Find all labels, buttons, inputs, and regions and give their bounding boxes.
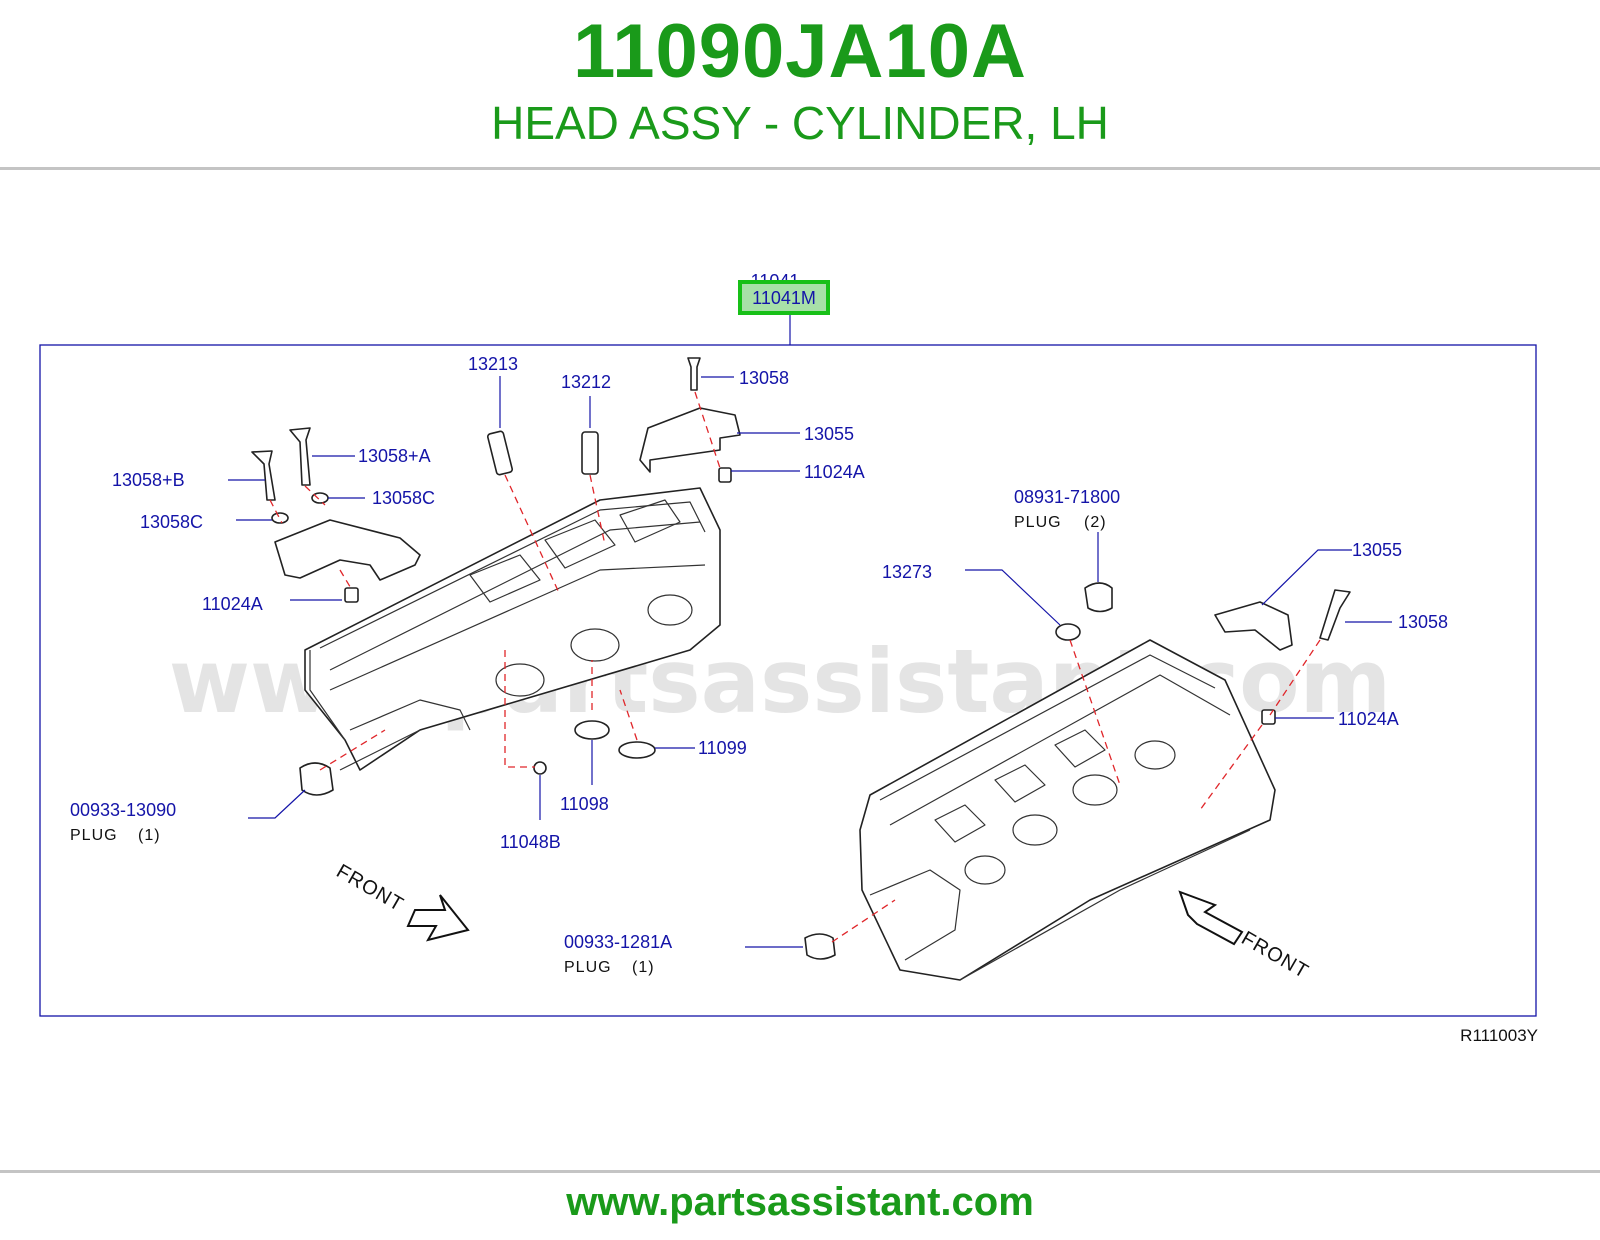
diagram-frame bbox=[39, 344, 1537, 1017]
left-small-parts bbox=[251, 357, 741, 796]
callout-08931-71800[interactable]: 08931-71800 bbox=[1014, 487, 1120, 507]
front-label-left: FRONT bbox=[333, 860, 408, 916]
footer-divider bbox=[0, 1170, 1600, 1173]
callout-13058-top[interactable]: 13058 bbox=[739, 368, 789, 388]
right-cylinder-head bbox=[859, 639, 1276, 981]
callout-13055-right[interactable]: 13055 bbox=[1352, 540, 1402, 560]
front-arrow-left-icon bbox=[406, 894, 470, 942]
callout-13058c-left[interactable]: 13058C bbox=[140, 512, 203, 532]
callout-leaders bbox=[228, 376, 1392, 948]
left-cylinder-head bbox=[304, 487, 721, 771]
callout-13212[interactable]: 13212 bbox=[561, 372, 611, 392]
callout-13055-top[interactable]: 13055 bbox=[804, 424, 854, 444]
plug-label-00933-13090: PLUG bbox=[70, 827, 118, 844]
part-number-title: 11090JA10A bbox=[573, 9, 1027, 94]
callout-13213[interactable]: 13213 bbox=[468, 354, 518, 374]
page-header: 11090JA10A HEAD ASSY - CYLINDER, LH bbox=[0, 0, 1600, 168]
callout-13058b[interactable]: 13058+B bbox=[112, 470, 185, 490]
callout-13058a[interactable]: 13058+A bbox=[358, 446, 431, 466]
right-small-parts bbox=[804, 582, 1351, 960]
footer-website-link[interactable]: www.partsassistant.com bbox=[566, 1180, 1034, 1224]
callout-11048b[interactable]: 11048B bbox=[500, 832, 561, 852]
front-arrow-right-icon bbox=[1178, 890, 1244, 946]
callout-11098[interactable]: 11098 bbox=[560, 794, 609, 814]
callout-13058-right[interactable]: 13058 bbox=[1398, 612, 1448, 632]
callout-11024a-top[interactable]: 11024A bbox=[804, 462, 865, 482]
callout-11099[interactable]: 11099 bbox=[698, 738, 747, 758]
diagram-ref-code: R111003Y bbox=[1460, 1026, 1538, 1045]
callout-11024a-left[interactable]: 11024A bbox=[202, 594, 263, 614]
header-divider bbox=[0, 167, 1600, 170]
callout-00933-13090[interactable]: 00933-13090 bbox=[70, 800, 176, 820]
callout-13273[interactable]: 13273 bbox=[882, 562, 932, 582]
front-label-right: FRONT bbox=[1238, 927, 1313, 983]
assembly-lines bbox=[269, 391, 1321, 943]
callout-11024a-right[interactable]: 11024A bbox=[1338, 709, 1399, 729]
plug-label-00933-1281a: PLUG bbox=[564, 959, 612, 976]
plug-qty-08931-71800: (2) bbox=[1084, 514, 1107, 531]
plug-label-08931-71800: PLUG bbox=[1014, 514, 1062, 531]
callout-11041m[interactable]: 11041M bbox=[752, 288, 816, 308]
parts-diagram-svg: www.partsassistant.com 11041 11041M bbox=[39, 271, 1538, 1045]
plug-qty-00933-13090: (1) bbox=[138, 827, 161, 844]
callout-00933-1281a[interactable]: 00933-1281A bbox=[564, 932, 672, 952]
plug-qty-00933-1281a: (1) bbox=[632, 959, 655, 976]
part-description: HEAD ASSY - CYLINDER, LH bbox=[491, 97, 1109, 149]
parts-diagram: www.partsassistant.com 11041 11041M bbox=[0, 170, 1600, 1170]
highlighted-callout-box[interactable] bbox=[738, 280, 830, 315]
callout-13058c-right[interactable]: 13058C bbox=[372, 488, 435, 508]
